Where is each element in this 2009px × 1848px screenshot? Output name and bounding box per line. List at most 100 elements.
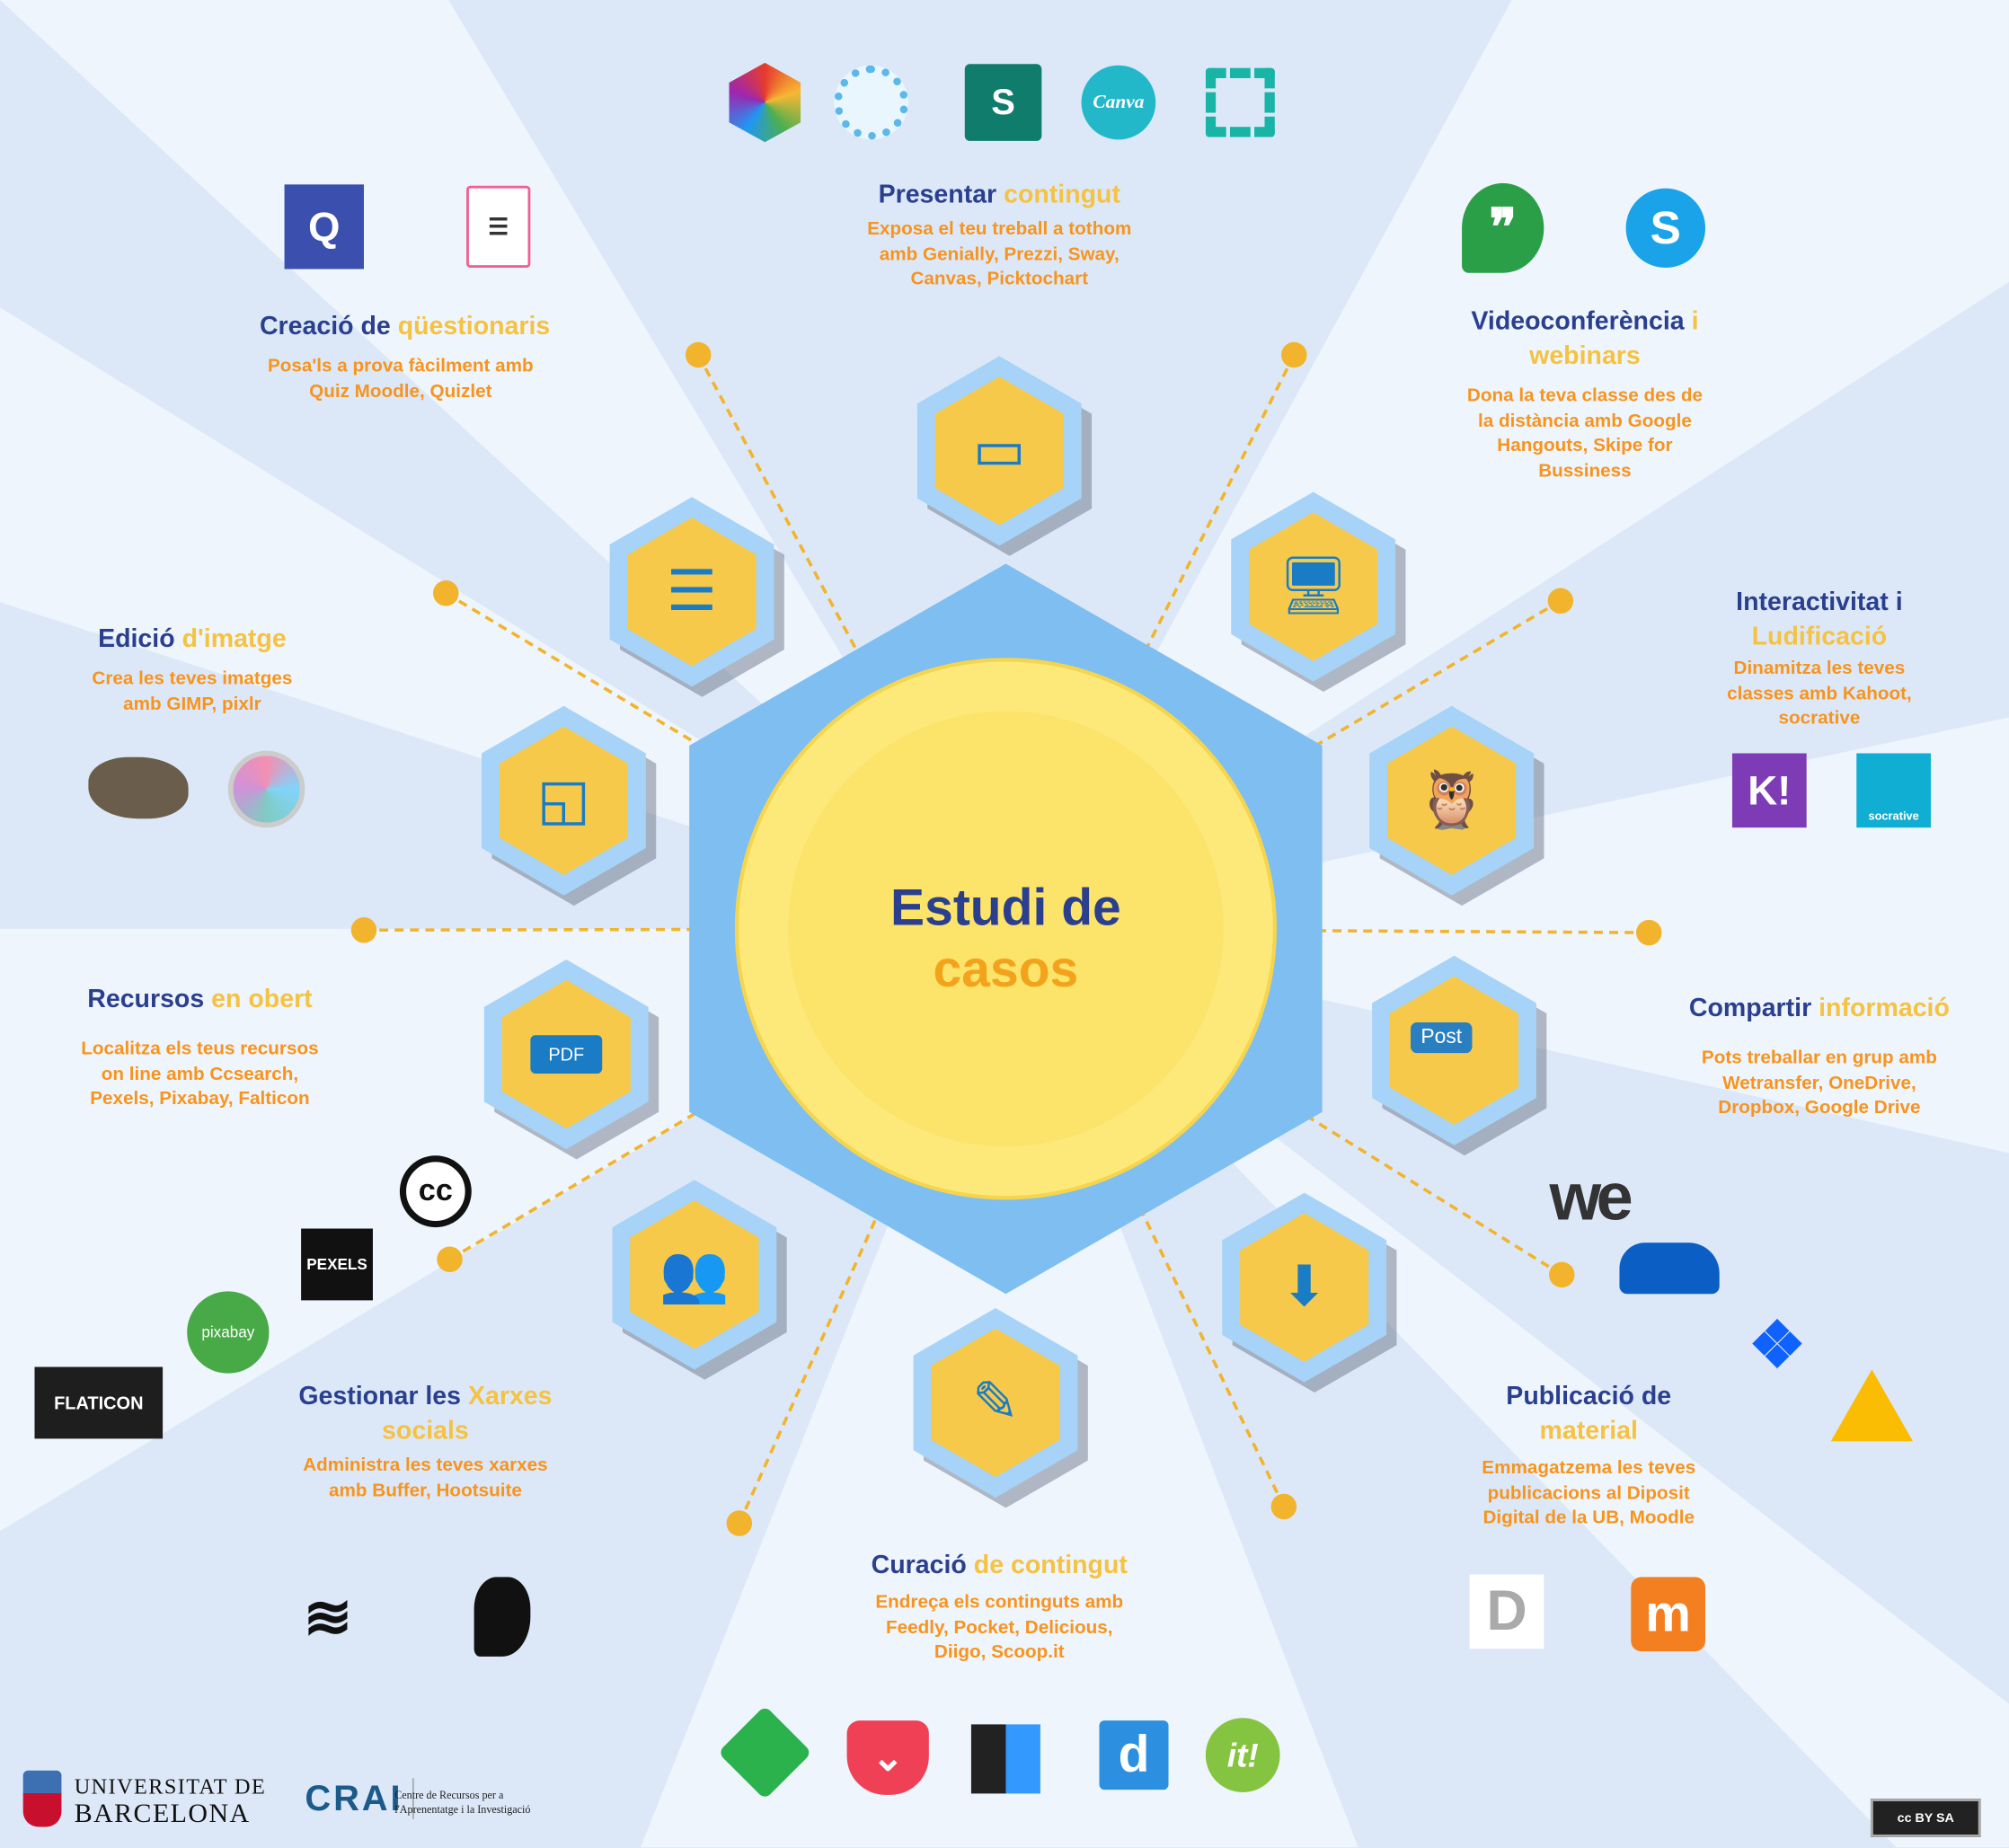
title: Interactivitat i (1736, 588, 1903, 616)
crai-logo: CRAI (305, 1778, 415, 1819)
section-videoconferencia: Videoconferència i webinars Dona la teva… (1463, 305, 1706, 484)
section-xarxes: Gestionar les Xarxes socials Administra … (291, 1380, 560, 1504)
hexagon-presentar (916, 356, 1093, 556)
ub-coat-of-arms (22, 1770, 62, 1827)
section-curacio: Curació de contingut Endreça els conting… (872, 1549, 1128, 1666)
ub-logo-text: UNIVERSITAT DE BARCELONA (75, 1773, 267, 1827)
google-drive-logo (1830, 1369, 1914, 1442)
kahoot-logo: K! (1731, 753, 1807, 828)
section-presentar: Presentar contingut Exposa el teu trebal… (858, 178, 1140, 293)
hexagon-videoconferencia (1231, 491, 1406, 693)
dropbox-logo: ❖ (1748, 1309, 1806, 1382)
pixlr-logo (227, 750, 305, 828)
pexels-logo: PEXELS (301, 1228, 373, 1301)
title-highlight: qüestionaris (397, 312, 551, 341)
title-highlight: Xarxes (467, 1382, 553, 1411)
description: Localitza els teus recursos on line amb … (81, 1039, 319, 1110)
scoopit-logo: it! (1205, 1718, 1280, 1792)
crai-desc-line2: l'Aprenentatge i la Investigació (394, 1802, 531, 1816)
title: Creació de (259, 312, 391, 341)
presentation-board-icon: ▭ (972, 419, 1026, 482)
pdf-monitor-icon: PDF (530, 1035, 603, 1074)
section-imatge: Edició d'imatge Crea les teves imatges a… (84, 623, 301, 718)
moodle-logo: m (1631, 1577, 1706, 1652)
title: Compartir (1688, 994, 1812, 1022)
crai-description: Centre de Recursos per a l'Aprenentatge … (394, 1789, 530, 1817)
hangouts-logo: ❞ (1462, 182, 1544, 273)
center-title-line2: casos (933, 942, 1079, 998)
pocket-logo: ⌄ (846, 1720, 929, 1795)
quizlet-logo: Q (284, 184, 364, 270)
title: Curació (871, 1551, 967, 1580)
canva-logo: Canva (1081, 65, 1156, 140)
connector-dots (350, 341, 1662, 1536)
wetransfer-logo: we (1549, 1160, 1633, 1235)
hexagon-interactivitat (1369, 705, 1544, 906)
post-hand-icon: Post (1411, 1021, 1473, 1054)
title-highlight: de contingut (973, 1551, 1128, 1580)
crai-desc-line1: Centre de Recursos per a (394, 1788, 504, 1801)
book-edit-icon: ✎ (971, 1370, 1020, 1434)
description: Posa'ls a prova fàcilment amb Quiz Moodl… (267, 356, 534, 402)
owl-game-icon: 🦉 (1416, 768, 1487, 832)
sway-logo: S (964, 64, 1042, 141)
title: Recursos (87, 985, 205, 1013)
diigo-logo: d (1099, 1720, 1169, 1791)
title: Gestionar les (298, 1382, 462, 1411)
description: Dinamitza les teves classes amb Kahoot, … (1727, 658, 1912, 729)
hexagon-xarxes (612, 1180, 787, 1380)
description: Dona la teva classe des de la distància … (1466, 385, 1703, 482)
title-highlight: webinars (1529, 341, 1641, 371)
section-compartir: Compartir informació Pots treballar en g… (1685, 992, 1953, 1122)
piktochart-logo (1205, 67, 1275, 137)
center-title-line1: Estudi de (890, 880, 1121, 937)
title-connector: i (1691, 307, 1699, 336)
pixabay-logo: pixabay (187, 1291, 270, 1374)
hexagon-curacio (913, 1307, 1088, 1508)
hexagon-publicacio (1222, 1192, 1397, 1393)
section-publicacio: Publicació de material Emmagatzema les t… (1467, 1380, 1711, 1532)
section-interactivitat: Interactivitat i Ludificació Dinamitza l… (1717, 586, 1922, 732)
users-icon: 👥 (659, 1242, 730, 1306)
section-questionaris: Creació de qüestionaris Posa'ls a prova … (260, 310, 550, 405)
delicious-logo (970, 1724, 1040, 1794)
description: Pots treballar en grup amb Wetransfer, O… (1701, 1048, 1937, 1119)
hexagon-questionaris (609, 497, 784, 697)
ub-line2: BARCELONA (74, 1797, 251, 1828)
description: Administra les teves xarxes amb Buffer, … (303, 1455, 548, 1501)
buffer-logo: ≋ (303, 1583, 353, 1650)
socrative-logo: socrative (1856, 753, 1931, 828)
title: Videoconferència (1471, 307, 1685, 336)
title: Presentar (878, 181, 997, 209)
quiz-checklist-icon: ☰ (466, 185, 531, 269)
section-recursos: Recursos en obert Localitza els teus rec… (72, 983, 328, 1113)
hootsuite-logo (473, 1577, 531, 1657)
cc-by-sa-license-badge[interactable]: cc BY SA (1870, 1799, 1981, 1837)
dipositub-logo: D (1469, 1574, 1544, 1649)
gimp-logo (88, 756, 189, 819)
checklist-icon: ☰ (666, 560, 718, 623)
title-highlight: contingut (1004, 181, 1120, 209)
creative-commons-logo: cc (399, 1155, 472, 1228)
title-highlight: d'imatge (181, 624, 287, 654)
skype-logo: S (1625, 188, 1706, 269)
download-document-icon: ⬇ (1280, 1255, 1328, 1319)
title-highlight: en obert (211, 985, 313, 1013)
description: Exposa el teu treball a tothom amb Genia… (867, 218, 1132, 290)
title-highlight-2: socials (382, 1417, 469, 1446)
ub-line1: UNIVERSITAT DE (74, 1774, 267, 1799)
hexagon-imatge (482, 705, 657, 906)
title: Publicació de (1506, 1382, 1672, 1411)
description: Endreça els continguts amb Feedly, Pocke… (875, 1592, 1124, 1663)
title: Edició (98, 624, 175, 654)
onedrive-logo (1619, 1242, 1720, 1295)
video-call-monitor-icon: 🖥 (1277, 554, 1350, 618)
flaticon-logo: FLATICON (34, 1366, 164, 1439)
title-highlight: material (1539, 1417, 1638, 1446)
prezi-logo (834, 65, 909, 140)
description: Emmagatzema les teves publicacions al Di… (1482, 1457, 1696, 1529)
center-title: Estudi de casos (890, 878, 1121, 1001)
title-highlight: informació (1819, 994, 1950, 1022)
